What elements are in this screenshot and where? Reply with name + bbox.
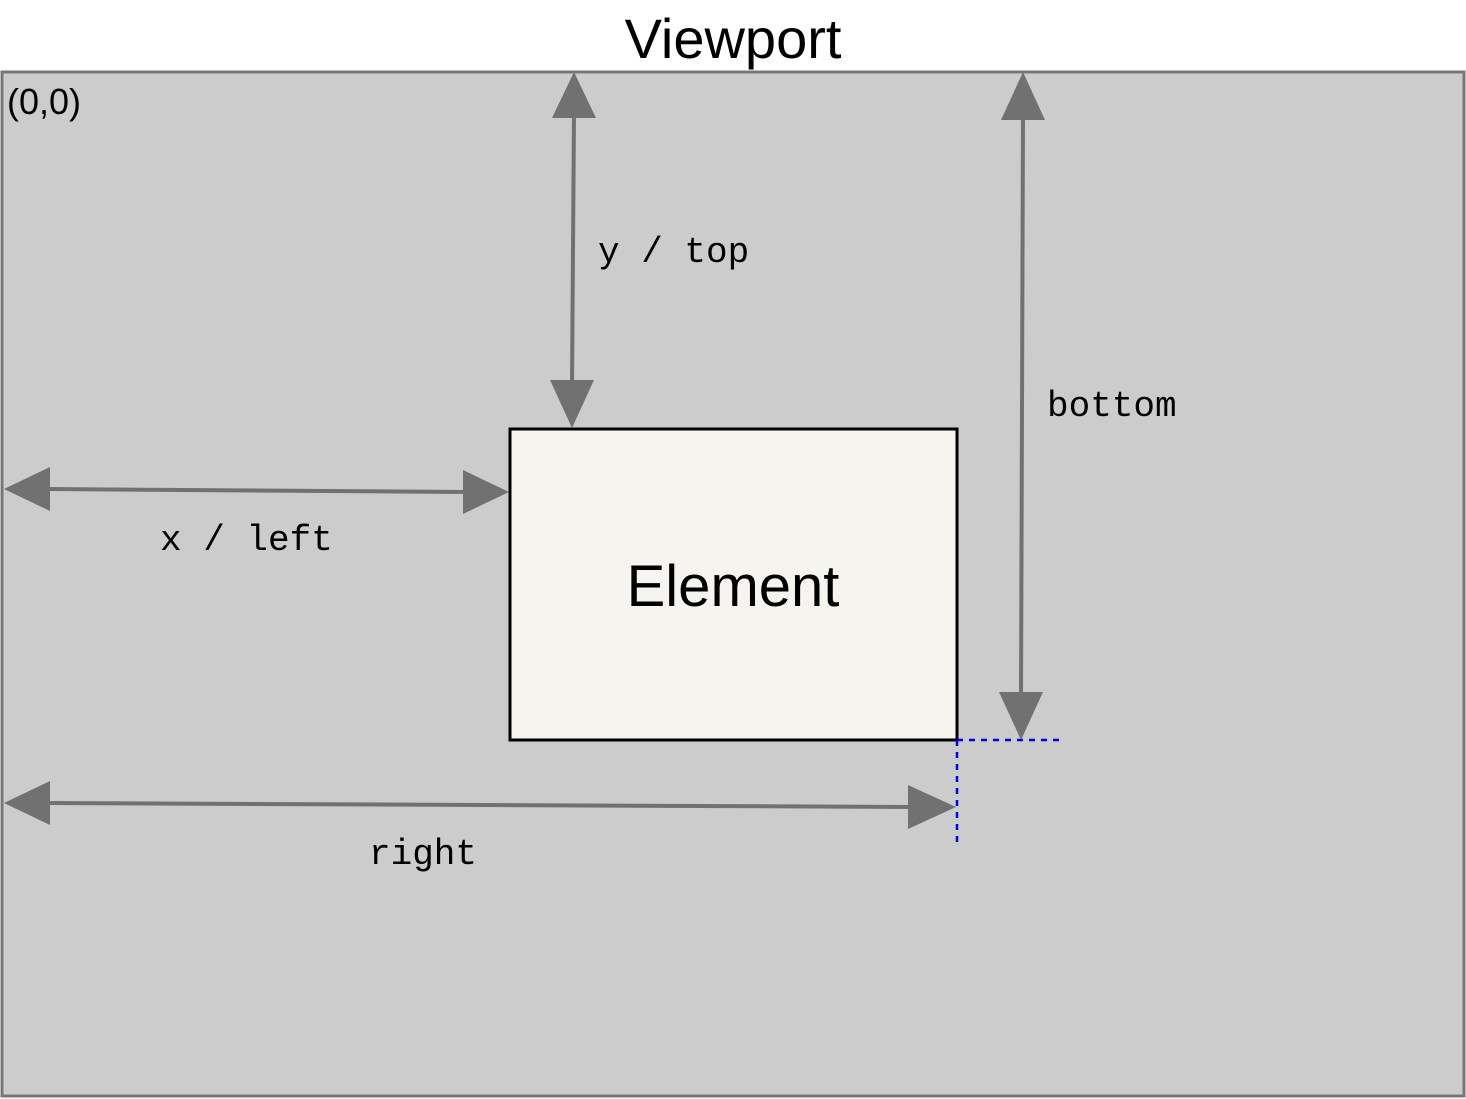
bottom-label: bottom: [1047, 386, 1177, 427]
top-label: y / top: [598, 232, 749, 273]
viewport-title: Viewport: [625, 7, 842, 70]
bottom-arrow-head-down: [999, 692, 1043, 740]
right-arrow: [4, 781, 956, 829]
right-label: right: [369, 834, 477, 875]
right-arrow-head-left: [4, 781, 50, 825]
element-box: [508, 427, 959, 742]
top-arrow-head-down: [550, 380, 594, 428]
left-arrow-head-left: [4, 467, 50, 511]
left-arrow: [4, 467, 509, 514]
top-arrow: [550, 72, 596, 428]
right-arrow-head-right: [908, 785, 956, 829]
left-arrow-head-right: [463, 470, 509, 514]
bottom-arrow-head-up: [1001, 72, 1045, 120]
left-label: x / left: [160, 520, 333, 561]
top-arrow-head-up: [552, 72, 596, 118]
origin-label: (0,0): [7, 81, 81, 122]
element-label: Element: [627, 554, 840, 619]
bottom-arrow: [999, 72, 1045, 740]
